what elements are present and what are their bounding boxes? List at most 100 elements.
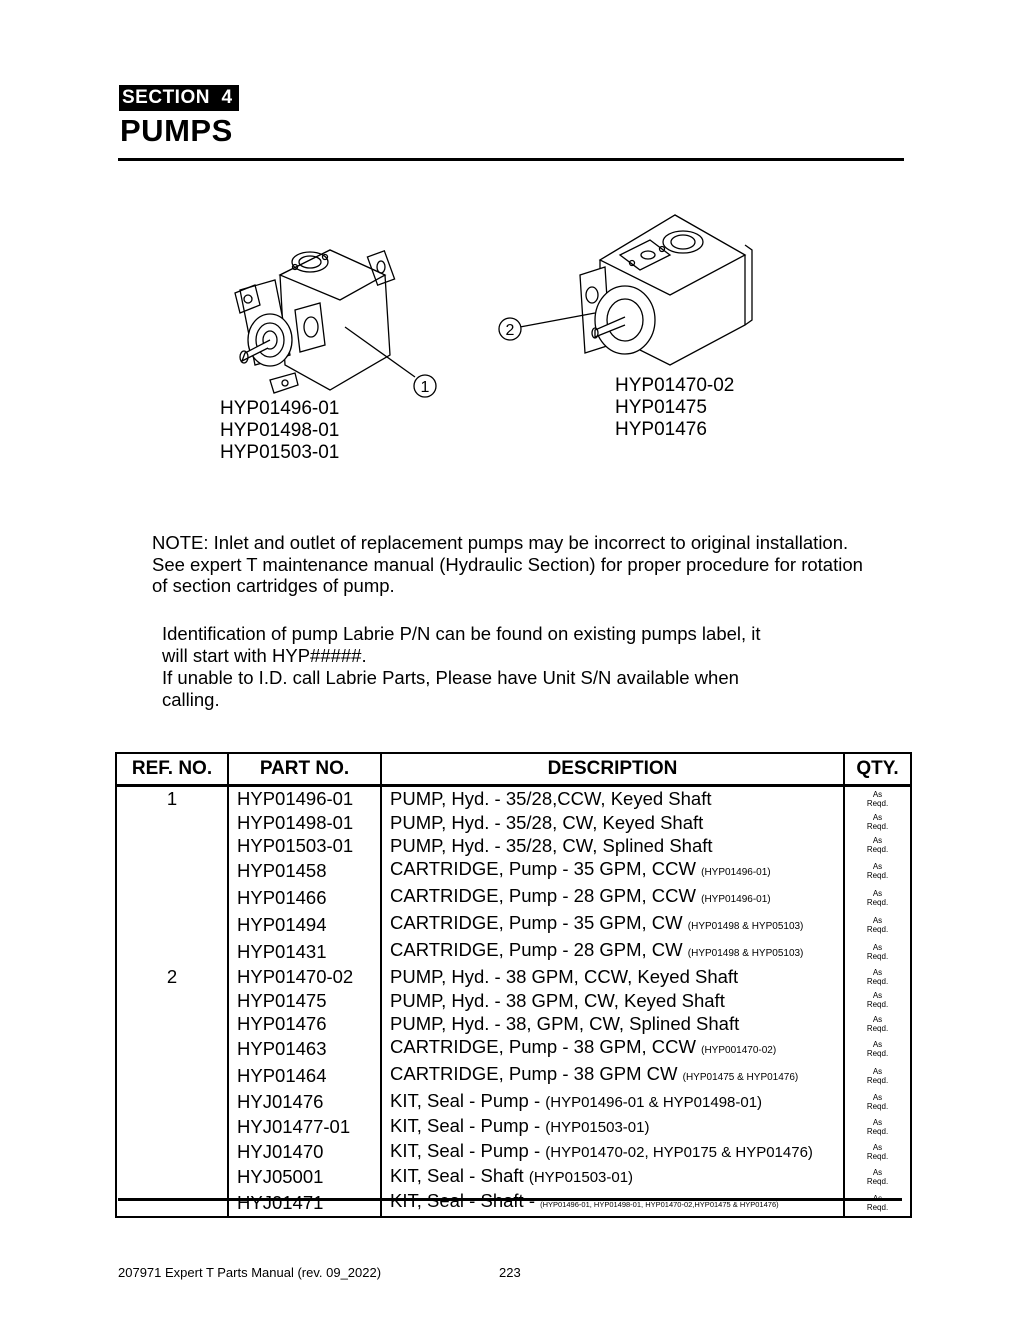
qty-line: Reqd.: [866, 897, 889, 907]
description-cell: PUMP, Hyd. - 38 GPM, CCW, Keyed Shaft: [380, 965, 845, 989]
description-text: KIT, Seal - Pump -: [390, 1090, 546, 1112]
table-header-row: REF. NO. PART NO. DESCRIPTION QTY.: [115, 752, 912, 787]
ref-no-cell: 2: [115, 965, 229, 989]
qty-line: As: [872, 967, 883, 977]
part-no-cell: HYP01458: [227, 857, 382, 885]
ref-no-cell: [115, 857, 229, 885]
installation-note: NOTE: Inlet and outlet of replacement pu…: [152, 532, 863, 596]
ref-no-cell: [115, 1189, 229, 1218]
pump-2-part: HYP01476: [615, 419, 707, 440]
qty-line: As: [872, 1014, 883, 1024]
part-no-cell: HYP01463: [227, 1035, 382, 1063]
qty-line: Reqd.: [866, 951, 889, 961]
identification-line: Identification of pump Labrie P/N can be…: [162, 623, 761, 644]
qty-line: Reqd.: [866, 1202, 889, 1212]
ref-no-cell: [115, 833, 229, 858]
qty-line: As: [872, 813, 883, 823]
qty-line: Reqd.: [866, 924, 889, 934]
description-text: PUMP, Hyd. - 38 GPM, CW, Keyed Shaft: [390, 989, 725, 1011]
description-cell: KIT, Seal - Shaft - (HYP01496-01, HYP014…: [380, 1189, 845, 1218]
page-number: 223: [499, 1265, 521, 1280]
description-cell: CARTRIDGE, Pump - 35 GPM, CW (HYP01498 &…: [380, 911, 845, 939]
ref-no-cell: [115, 884, 229, 912]
callout-1-label: 1: [421, 379, 430, 396]
description-cell: KIT, Seal - Pump - (HYP01470-02, HYP0175…: [380, 1139, 845, 1165]
ref-no-cell: [115, 1139, 229, 1165]
description-cell: KIT, Seal - Pump - (HYP01503-01): [380, 1114, 845, 1140]
qty-line: As: [872, 1092, 883, 1102]
qty-line: Reqd.: [866, 845, 889, 855]
description-text: PUMP, Hyd. - 38, GPM, CW, Splined Shaft: [390, 1013, 740, 1035]
part-no-cell: HYP01475: [227, 988, 382, 1012]
description-applicability: (HYP01503-01): [528, 1169, 634, 1187]
qty-line: As: [872, 1039, 883, 1049]
description-applicability: (HYP01503-01): [545, 1119, 650, 1137]
qty-line: Reqd.: [866, 1176, 889, 1186]
description-text: CARTRIDGE, Pump - 38 GPM CW: [390, 1063, 683, 1085]
qty-line: Reqd.: [866, 1023, 889, 1033]
part-no-cell: HYP01476: [227, 1011, 382, 1036]
part-no-header: PART NO.: [227, 752, 382, 787]
description-text: PUMP, Hyd. - 35/28, CW, Keyed Shaft: [390, 811, 704, 833]
qty-line: Reqd.: [866, 1000, 889, 1010]
description-applicability: (HYP01498 & HYP05103): [687, 921, 804, 933]
description-cell: KIT, Seal - Shaft (HYP01503-01): [380, 1164, 845, 1190]
part-no-cell: HYP01431: [227, 938, 382, 966]
table-row: HYP01476 PUMP, Hyd. - 38, GPM, CW, Spline…: [115, 1011, 912, 1036]
part-no-cell: HYJ05001: [227, 1164, 382, 1190]
part-no-cell: HYP01498-01: [227, 810, 382, 834]
ref-no-cell: [115, 1089, 229, 1115]
table-row: HYP01498-01 PUMP, Hyd. - 35/28, CW, Keyed…: [115, 810, 912, 834]
description-text: CARTRIDGE, Pump - 38 GPM, CCW: [390, 1036, 702, 1058]
description-cell: PUMP, Hyd. - 35/28, CW, Keyed Shaft: [380, 810, 845, 834]
page-title: PUMPS: [120, 113, 233, 148]
description-applicability: (HYP01498 & HYP05103): [687, 948, 804, 960]
description-applicability: (HYP001470-02): [701, 1045, 777, 1057]
description-cell: CARTRIDGE, Pump - 28 GPM, CCW (HYP01496-…: [380, 884, 845, 912]
qty-line: Reqd.: [866, 1101, 889, 1111]
callout-2-label: 2: [506, 322, 515, 339]
ref-no-cell: [115, 810, 229, 834]
description-applicability: (HYP01470-02, HYP0175 & HYP01476): [545, 1144, 813, 1162]
identification-note: Identification of pump Labrie P/N can be…: [162, 623, 862, 711]
qty-line: As: [872, 1117, 883, 1127]
description-text: CARTRIDGE, Pump - 35 GPM, CCW: [390, 858, 702, 880]
description-applicability: (HYP01496-01, HYP01498-01, HYP01470-02,H…: [540, 1200, 779, 1210]
qty-line: Reqd.: [866, 822, 889, 832]
qty-line: Reqd.: [866, 870, 889, 880]
part-no-cell: HYJ01470: [227, 1139, 382, 1165]
ref-no-cell: [115, 1011, 229, 1036]
pump-1-part-list: HYP01496-01 HYP01498-01 HYP01503-01: [220, 398, 339, 464]
qty-line: As: [872, 1167, 883, 1177]
identification-line: will start with HYP#####.: [162, 645, 367, 666]
part-no-cell: HYJ01476: [227, 1089, 382, 1115]
ref-no-cell: [115, 1035, 229, 1063]
description-cell: CARTRIDGE, Pump - 38 GPM, CCW (HYP001470…: [380, 1035, 845, 1063]
qty-line: As: [872, 861, 883, 871]
identification-line: If unable to I.D. call Labrie Parts, Ple…: [162, 667, 739, 688]
description-cell: PUMP, Hyd. - 38, GPM, CW, Splined Shaft: [380, 1011, 845, 1036]
qty-line: As: [872, 942, 883, 952]
footer-divider: [118, 1198, 902, 1201]
part-no-cell: HYP01496-01: [227, 785, 382, 811]
pump-1-part: HYP01496-01: [220, 398, 340, 419]
